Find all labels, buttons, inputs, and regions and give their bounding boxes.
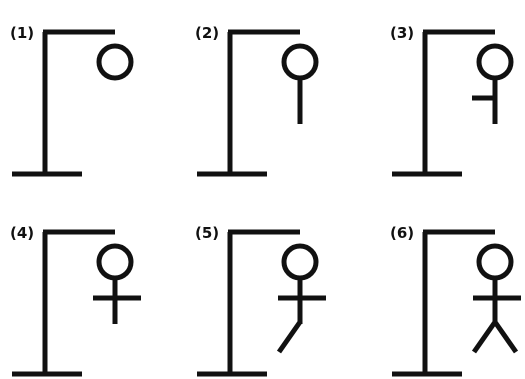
stage-label-1: (1) xyxy=(10,24,34,42)
hangman-head xyxy=(479,246,511,278)
hangman-head xyxy=(284,246,316,278)
hangman-stage-3: (3) xyxy=(390,24,511,174)
hangman-head xyxy=(99,46,131,78)
stage-label-2: (2) xyxy=(195,24,219,42)
stage-label-3: (3) xyxy=(390,24,414,42)
stage-label-5: (5) xyxy=(195,224,219,242)
hangman-right-leg xyxy=(495,322,516,352)
hangman-stage-2: (2) xyxy=(195,24,316,174)
stage-label-6: (6) xyxy=(390,224,414,242)
hangman-head xyxy=(99,246,131,278)
hangman-left-leg xyxy=(474,322,495,352)
hangman-stage-4: (4) xyxy=(10,224,141,374)
stage-label-4: (4) xyxy=(10,224,34,242)
hangman-head xyxy=(284,46,316,78)
hangman-stage-1: (1) xyxy=(10,24,131,174)
hangman-left-leg xyxy=(279,322,300,352)
hangman-stage-5: (5) xyxy=(195,224,326,374)
hangman-stage-6: (6) xyxy=(390,224,521,374)
hangman-head xyxy=(479,46,511,78)
